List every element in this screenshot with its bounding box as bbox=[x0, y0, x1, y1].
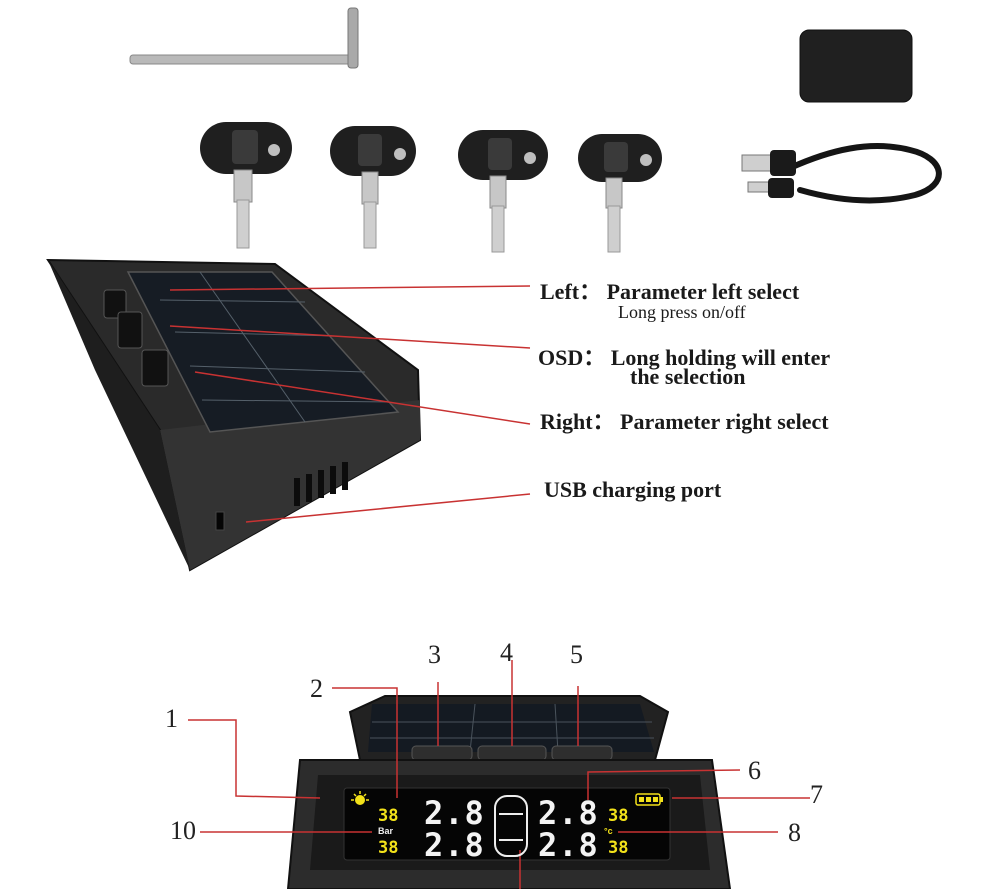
callout-2: 2 bbox=[310, 674, 323, 703]
tire-sensor-icon bbox=[330, 126, 416, 249]
hex-key-icon bbox=[129, 7, 359, 69]
temp-rear-right: 38 bbox=[608, 838, 629, 858]
temp-rear-left: 38 bbox=[378, 838, 399, 858]
usb-port-label: USB charging port bbox=[544, 477, 722, 502]
pressure-rear-right: 2.8 bbox=[538, 826, 599, 864]
callout-5: 5 bbox=[570, 640, 583, 669]
car-icon bbox=[494, 795, 528, 857]
pressure-front-right: 2.8 bbox=[538, 794, 599, 832]
osd-button-note: the selection bbox=[630, 364, 746, 389]
left-button-note: Long press on/off bbox=[618, 302, 746, 322]
temperature-unit: °c bbox=[604, 826, 613, 836]
solar-device-illustration bbox=[46, 258, 422, 572]
pressure-rear-left: 2.8 bbox=[424, 826, 485, 864]
sun-icon bbox=[351, 791, 369, 805]
tire-sensor-icon bbox=[578, 134, 662, 253]
callout-8: 8 bbox=[788, 818, 801, 847]
temp-front-left: 38 bbox=[378, 806, 399, 826]
pressure-front-left: 2.8 bbox=[424, 794, 485, 832]
callout-3: 3 bbox=[428, 640, 441, 669]
accessories-illustration bbox=[129, 7, 942, 253]
left-button-label: Left： Parameter left select bbox=[540, 279, 800, 304]
battery-icon bbox=[635, 793, 663, 806]
usb-cable-icon bbox=[787, 143, 942, 204]
tire-sensor-icon bbox=[458, 130, 548, 253]
temp-front-right: 38 bbox=[608, 806, 629, 826]
pressure-unit: Bar bbox=[378, 826, 394, 836]
right-button-label: Right： Parameter right select bbox=[540, 409, 829, 434]
tire-sensor-icon bbox=[200, 122, 292, 249]
callout-4: 4 bbox=[500, 638, 513, 667]
solar-panel-icon bbox=[126, 271, 400, 433]
osd-button-label: OSD： Long holding will enter bbox=[538, 345, 831, 370]
callout-1: 1 bbox=[165, 704, 178, 733]
front-device-illustration bbox=[188, 660, 810, 889]
callout-6: 6 bbox=[748, 756, 761, 785]
adhesive-pad-icon bbox=[799, 29, 913, 103]
leader-lines bbox=[169, 285, 531, 523]
callout-10: 10 bbox=[170, 816, 196, 845]
callout-7: 7 bbox=[810, 780, 823, 809]
